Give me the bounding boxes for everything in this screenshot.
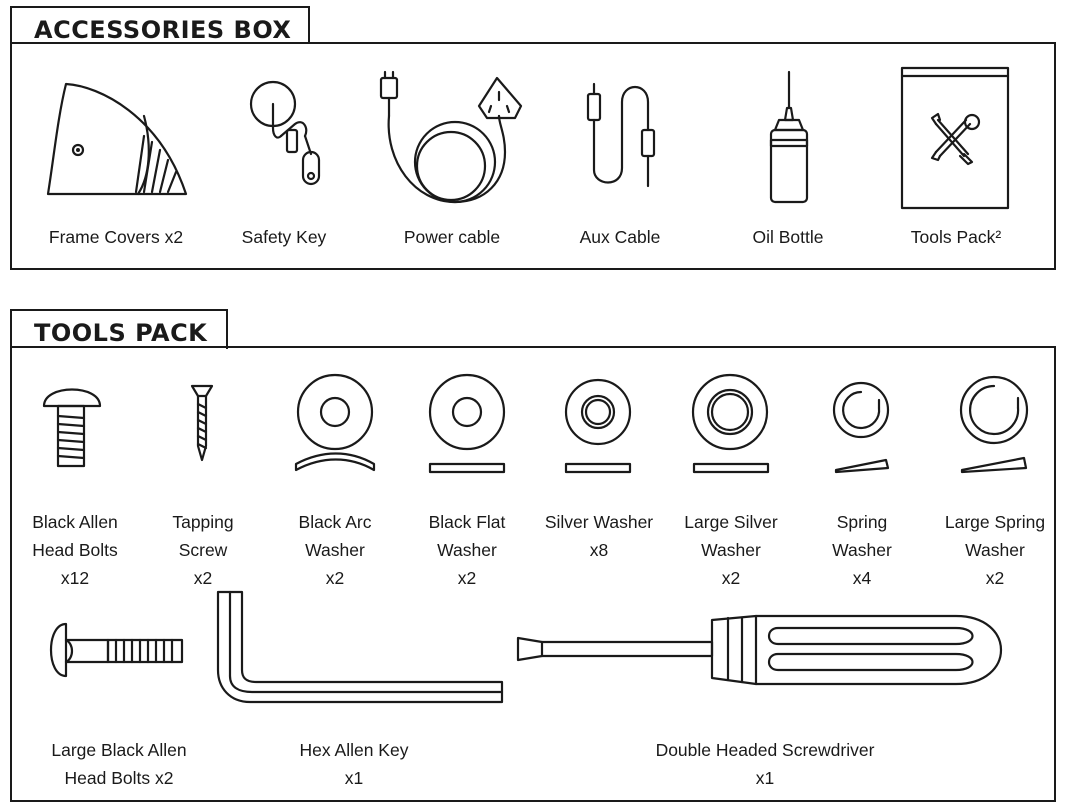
tools-pack-box	[10, 346, 1056, 802]
arc-washer-icon	[294, 373, 376, 472]
accessories-box-title: ACCESSORIES BOX	[10, 6, 310, 44]
screwdriver-icon	[516, 614, 1003, 686]
accessory-label-frame-covers: Frame Covers x2	[48, 227, 184, 247]
large-allen-bolt-icon	[49, 622, 184, 678]
allen-bolt-icon	[42, 388, 102, 468]
safety-key-icon	[249, 80, 321, 186]
tapping-screw-icon	[190, 384, 214, 462]
silver-washer-icon	[564, 378, 632, 474]
frame-cover-icon	[46, 82, 188, 196]
power-cable-icon	[379, 70, 523, 204]
tools-pack-title: TOOLS PACK	[10, 309, 228, 349]
hex-allen-key-icon	[216, 590, 504, 704]
flat-washer-icon	[428, 373, 506, 474]
aux-cable-icon	[586, 82, 656, 188]
accessories-box	[10, 42, 1056, 270]
large-silver-washer-icon	[691, 373, 770, 474]
oil-bottle-icon	[769, 70, 809, 204]
tools-pack-icon	[900, 66, 1010, 210]
accessory-label-aux-cable: Aux Cable	[579, 227, 661, 247]
accessory-label-tools-pack: Tools Pack²	[910, 227, 1002, 247]
accessory-label-power-cable: Power cable	[403, 227, 501, 247]
accessory-label-safety-key: Safety Key	[241, 227, 327, 247]
spring-washer-icon	[832, 381, 890, 474]
accessory-label-oil-bottle: Oil Bottle	[752, 227, 824, 247]
large-spring-washer-icon	[959, 375, 1029, 474]
